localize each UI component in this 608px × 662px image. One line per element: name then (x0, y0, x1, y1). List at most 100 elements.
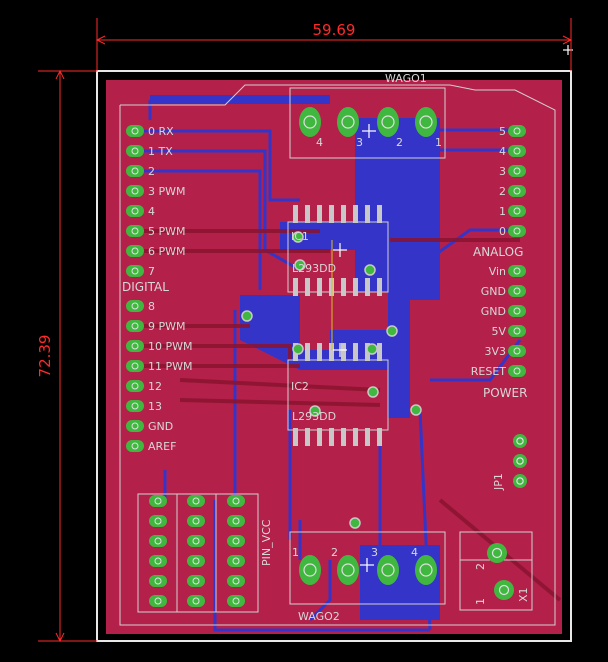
digital-pad-7 (126, 265, 144, 277)
pinvcc-pad-2-5 (227, 595, 245, 607)
pinvcc-pad-0-4 (149, 575, 167, 587)
analog-pad-4 (508, 205, 526, 217)
power-pin-label: Vin (489, 265, 506, 278)
digital-pad-2 (126, 165, 144, 177)
pinvcc-pad-1-0 (187, 495, 205, 507)
dimension-width: 59.69 (313, 21, 356, 39)
x1-pin-2: 2 (474, 563, 487, 570)
digital-pin-label: 0 RX (148, 125, 174, 138)
power-pin-label: 5V (491, 325, 506, 338)
analog-pin-label: 2 (499, 185, 506, 198)
ic2-value: L293DD (292, 410, 336, 423)
digital-pad-1 (126, 145, 144, 157)
analog-pin-label: 4 (499, 145, 506, 158)
power-pad-0 (508, 265, 526, 277)
wago2-label: WAGO2 (298, 610, 340, 623)
digital-pin-label: 5 PWM (148, 225, 186, 238)
analog-pad-1 (508, 145, 526, 157)
x1-pin-1: 1 (474, 598, 487, 605)
wago1-pad-1 (337, 107, 359, 137)
wago2-pin-1: 1 (292, 546, 299, 559)
vias (241, 231, 422, 529)
x1-pad-1 (494, 580, 514, 600)
wago2-pin-3: 3 (371, 546, 378, 559)
ic1-value: L293DD (292, 262, 336, 275)
wago2-pad-2 (377, 555, 399, 585)
ic1-label: IC1 (291, 230, 309, 243)
wago1-label: WAGO1 (385, 72, 427, 85)
digital-pin-label: 10 PWM (148, 340, 193, 353)
bottom-traces (130, 100, 522, 632)
analog-pad-0 (508, 125, 526, 137)
digital-pad-9 (126, 320, 144, 332)
digital-pad-11 (126, 360, 144, 372)
digital-pin-label: 13 (148, 400, 162, 413)
digital-pad-4 (126, 205, 144, 217)
analog-pad-3 (508, 185, 526, 197)
wago2-pad-1 (337, 555, 359, 585)
jp1-pad-1 (513, 454, 527, 468)
dimension-height: 72.39 (36, 335, 54, 378)
power-pad-3 (508, 325, 526, 337)
wago1-pad-2 (377, 107, 399, 137)
digital-pad-13 (126, 400, 144, 412)
digital-pin-label: GND (148, 420, 173, 433)
jp1-pad-0 (513, 434, 527, 448)
analog-pad-2 (508, 165, 526, 177)
digital-pad-10 (126, 340, 144, 352)
pinvcc-pad-0-0 (149, 495, 167, 507)
dimension-lines (38, 18, 573, 643)
x1-label: X1 (517, 587, 530, 602)
power-pin-label: RESET (471, 365, 507, 378)
power-pin-label: 3V3 (484, 345, 506, 358)
digital-pad-6 (126, 245, 144, 257)
digital-pin-label: 12 (148, 380, 162, 393)
pinvcc-pad-0-2 (149, 535, 167, 547)
jp1-label: JP1 (492, 473, 505, 491)
wago2-pin-4: 4 (411, 546, 418, 559)
pinvcc-pad-1-3 (187, 555, 205, 567)
pinvcc-pad-1-5 (187, 595, 205, 607)
digital-pin-label: 11 PWM (148, 360, 193, 373)
digital-pin-label: 8 (148, 300, 155, 313)
pinvcc-pad-1-1 (187, 515, 205, 527)
digital-pad-3 (126, 185, 144, 197)
pinvcc-pad-2-3 (227, 555, 245, 567)
pinvcc-pad-1-4 (187, 575, 205, 587)
digital-group-label: DIGITAL (122, 280, 169, 294)
analog-pin-label: 5 (499, 125, 506, 138)
wago2-pad-3 (415, 555, 437, 585)
digital-pad-5 (126, 225, 144, 237)
wago1-pin-2: 2 (396, 136, 403, 149)
top-traces (130, 229, 562, 602)
power-pin-label: GND (481, 285, 506, 298)
digital-pin-label: 4 (148, 205, 155, 218)
power-pad-2 (508, 305, 526, 317)
analog-pin-label: 3 (499, 165, 506, 178)
wago2-pad-0 (299, 555, 321, 585)
digital-pad-12 (126, 380, 144, 392)
power-pin-label: GND (481, 305, 506, 318)
digital-pin-label: 7 (148, 265, 155, 278)
digital-pin-label: AREF (148, 440, 176, 453)
pinvcc-pad-0-3 (149, 555, 167, 567)
ic2-label: IC2 (291, 380, 309, 393)
digital-pin-label: 1 TX (148, 145, 173, 158)
pads-layer (126, 107, 527, 607)
wago1-pin-4: 4 (316, 136, 323, 149)
pinvcc-pad-2-1 (227, 515, 245, 527)
pinvcc-label: PIN_VCC (260, 519, 273, 566)
power-group-label: POWER (483, 386, 527, 400)
digital-pad-8 (126, 300, 144, 312)
pinvcc-pad-2-0 (227, 495, 245, 507)
pinvcc-pad-0-5 (149, 595, 167, 607)
power-pad-5 (508, 365, 526, 377)
wago1-pad-0 (299, 107, 321, 137)
wago1-pin-3: 3 (356, 136, 363, 149)
digital-pad-15 (126, 440, 144, 452)
analog-pin-label: 0 (499, 225, 506, 238)
